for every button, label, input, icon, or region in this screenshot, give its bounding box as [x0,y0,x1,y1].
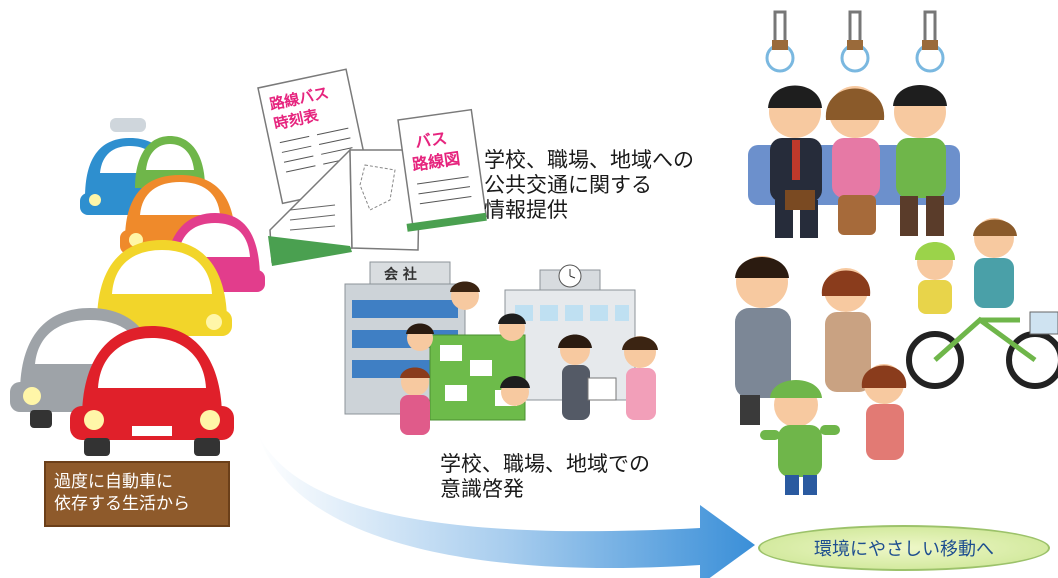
info-provision-line2: 公共交通に関する [484,173,652,197]
car-red [70,326,234,456]
passenger-woman [825,86,885,235]
info-provision-line3: 情報提供 [484,198,568,222]
car-green [135,136,205,188]
child-girl [861,364,907,460]
awareness-line2: 意識啓発 [440,477,524,501]
routemap-title-line1: バス [414,128,448,151]
open-booklet [268,148,421,266]
from-line1: 過度に自動車に [54,472,173,492]
info-provision-line1: 学校、職場、地域への [484,148,694,172]
cyclist-with-child [906,218,1058,389]
passenger-businessman [768,85,822,238]
car-dependent-lifestyle-box: 過度に自動車に 依存する生活から [44,461,230,527]
hand-straps [765,10,945,73]
walking-man [735,256,791,425]
passenger-young-man [893,85,947,236]
pamphlets-illustration: 路線バス 時刻表 バス 路線図 [257,68,488,266]
awareness-line1: 学校、職場、地域での [440,452,650,476]
from-line2: 依存する生活から [54,494,190,514]
car-traffic-illustration [10,118,265,456]
to-label: 環境にやさしい移動へ [814,539,994,560]
routemap-booklet: バス 路線図 [397,108,488,232]
workplace-school-illustration: 会 社 [344,261,658,435]
awareness-label: 学校、職場、地域での 意識啓発 [440,452,650,502]
eco-friendly-mobility-ellipse: 環境にやさしい移動へ [758,525,1050,571]
info-provision-label: 学校、職場、地域への 公共交通に関する 情報提供 [484,148,694,223]
car-yellow [92,240,232,336]
meeting-people [400,281,658,435]
company-sign: 会 社 [384,266,417,283]
walking-woman [821,268,871,392]
transition-arrow [258,434,755,578]
train-passengers-illustration [748,10,960,238]
walking-cycling-family-illustration [735,218,1058,495]
child-green-cap [760,380,840,495]
